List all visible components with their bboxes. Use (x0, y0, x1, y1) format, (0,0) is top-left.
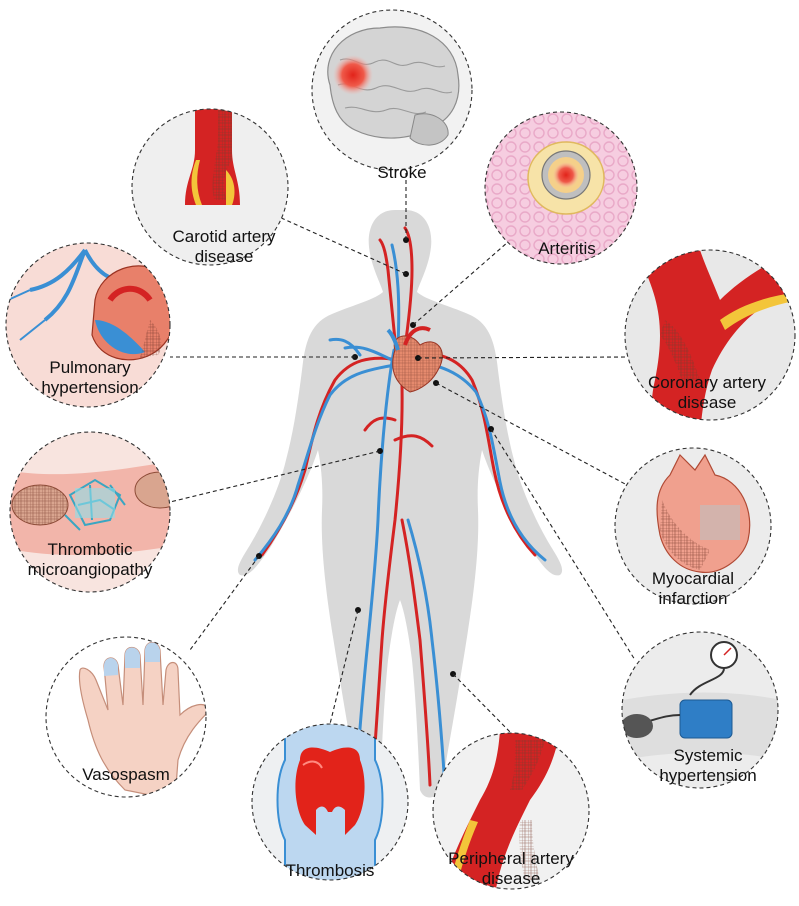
stroke-label-line: Stroke (377, 163, 426, 182)
arteritis-callout: Arteritis (485, 112, 640, 267)
myocardial-label-line: infarction (659, 589, 728, 608)
carotid-label-line: Carotid artery (173, 227, 276, 246)
pulmonary-label-line: hypertension (41, 378, 138, 397)
human-body-figure (238, 210, 562, 798)
stroke-label: Stroke (377, 163, 426, 182)
vasospasm-callout: Vasospasm (46, 637, 210, 800)
thrombosis-label-line: Thrombosis (286, 861, 375, 880)
systemic-label-line: Systemic (674, 746, 743, 765)
stroke-callout: Stroke (310, 8, 475, 182)
arteritis-label-line: Arteritis (538, 239, 596, 258)
vasospasm-label: Vasospasm (82, 765, 170, 784)
pulmonary-label-line: Pulmonary (49, 358, 131, 377)
thrombosis-callout: Thrombosis (252, 720, 412, 890)
coronary-label-line: disease (678, 393, 737, 412)
thrombotic-label-line: Thrombotic (47, 540, 133, 559)
body-silhouette (238, 210, 562, 798)
peripheral-label-line: Peripheral artery (448, 849, 574, 868)
arteritis-label: Arteritis (538, 239, 596, 258)
vasospasm-label-line: Vasospasm (82, 765, 170, 784)
carotid-label-line: disease (195, 247, 254, 266)
peripheral-label-line: disease (482, 869, 541, 888)
thrombotic-label-line: microangiopathy (28, 560, 153, 579)
thrombosis-label: Thrombosis (286, 861, 375, 880)
myocardial-label-line: Myocardial (652, 569, 734, 588)
brain-icon (310, 8, 475, 173)
systemic-label-line: hypertension (659, 766, 756, 785)
coronary-label-line: Coronary artery (648, 373, 767, 392)
